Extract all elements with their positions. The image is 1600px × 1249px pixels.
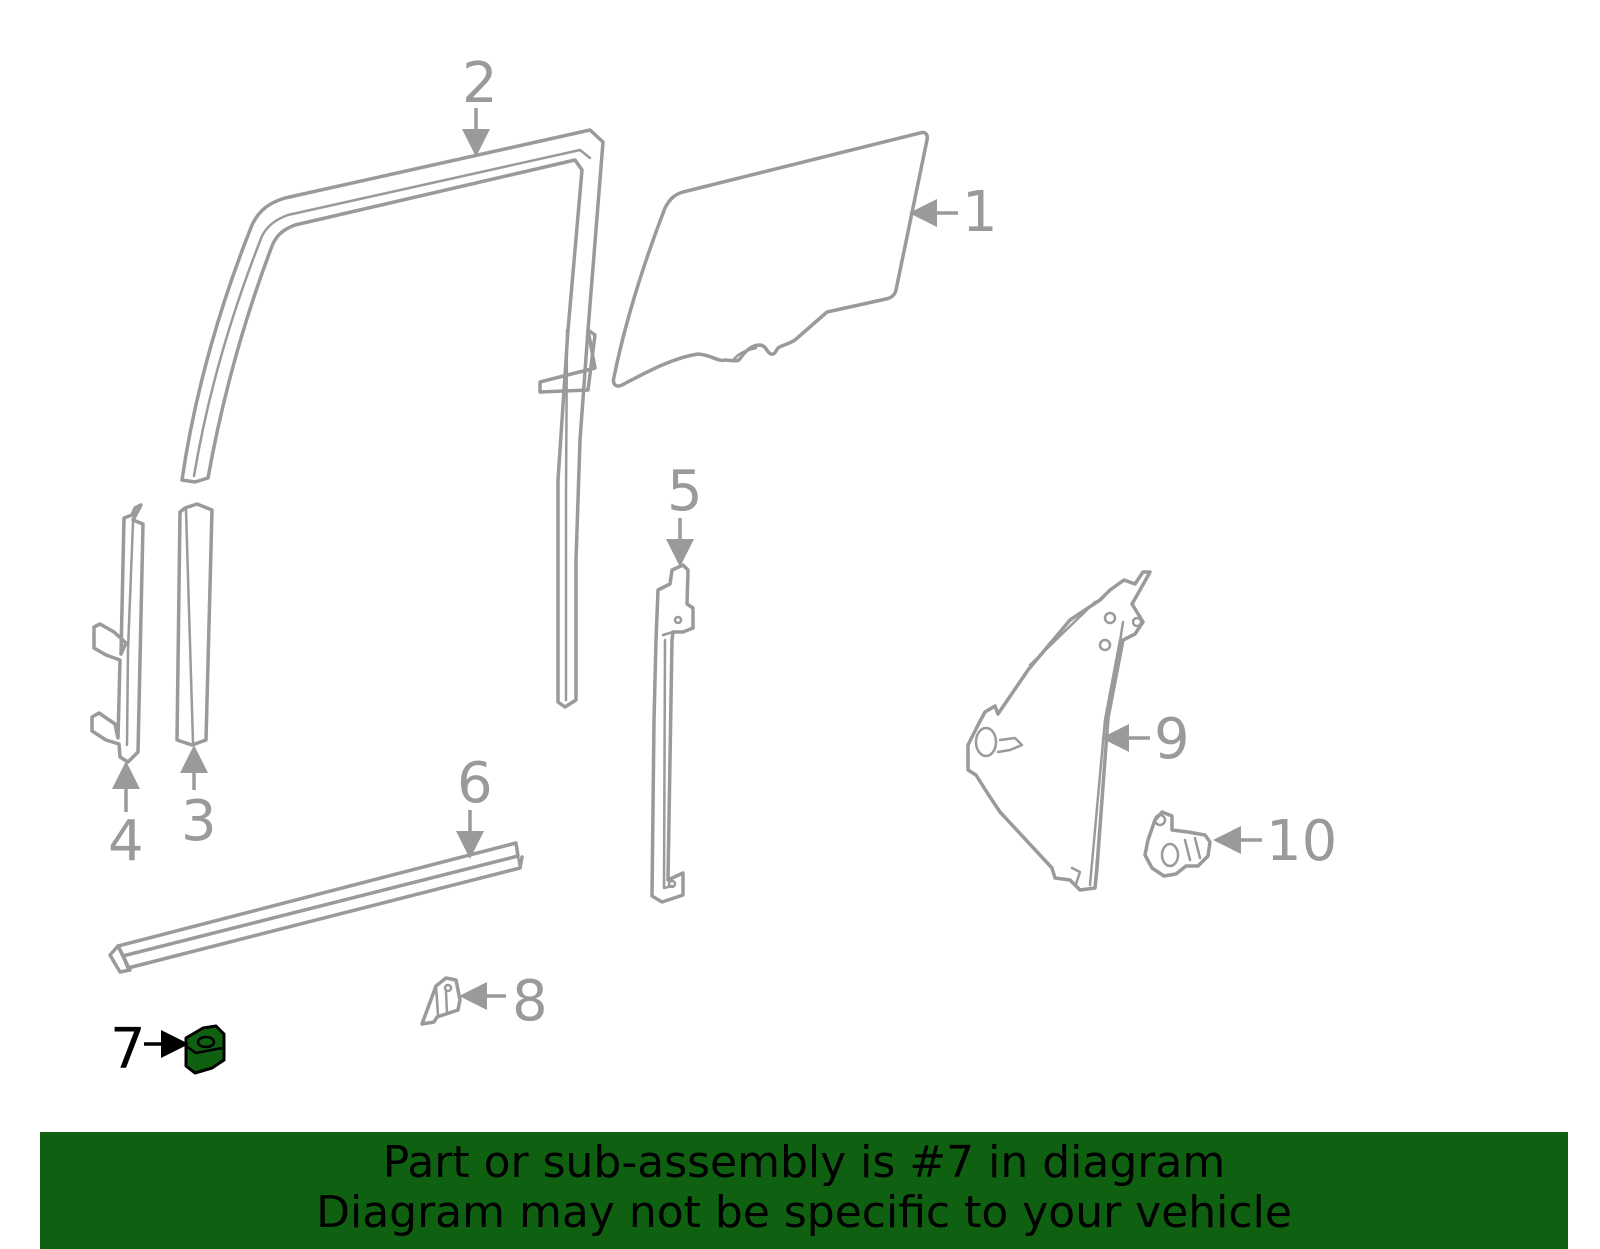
callout-8: 8 [512,969,548,1034]
callout-7: 7 [110,1017,146,1082]
part-5-rear-channel [650,563,695,904]
callout-10: 10 [1266,809,1337,874]
part-2-run-channel [180,128,605,709]
part-6-belt-weatherstrip [108,841,524,974]
callout-1: 1 [962,180,998,245]
part-7-clip-highlighted [184,1024,226,1075]
part-3-channel-strip [175,502,214,747]
part-9-window-regulator [966,570,1152,892]
callout-4: 4 [108,809,144,874]
part-1-door-glass [611,130,929,388]
part-8-bracket [420,976,462,1026]
part-10-regulator-motor [1143,810,1212,878]
info-banner: Part or sub-assembly is #7 in diagram Di… [40,1132,1568,1249]
callout-2: 2 [462,51,498,116]
banner-line-part-number: Part or sub-assembly is #7 in diagram [382,1137,1226,1188]
callout-3: 3 [181,789,217,854]
callout-9: 9 [1154,707,1190,772]
callout-6: 6 [457,751,493,816]
banner-line-disclaimer: Diagram may not be specific to your vehi… [316,1187,1292,1238]
callout-5: 5 [667,459,703,524]
part-4-bracket [90,503,145,764]
